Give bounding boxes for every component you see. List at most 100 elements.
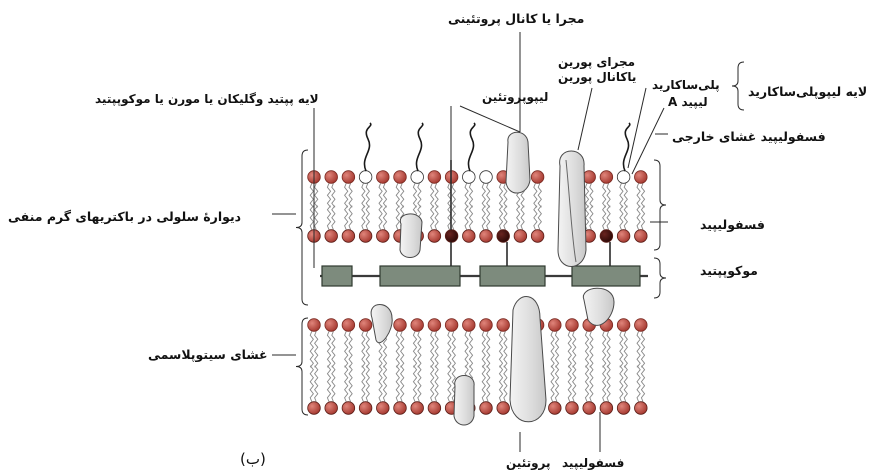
phospholipid-head bbox=[445, 319, 458, 332]
lipid-tail bbox=[379, 206, 382, 230]
lipid-a-leader bbox=[632, 108, 664, 174]
lipid-tail bbox=[315, 206, 318, 230]
lipid-tail bbox=[332, 366, 335, 402]
lipid-tail bbox=[499, 366, 502, 402]
lipid-tail bbox=[366, 206, 369, 230]
phospholipid-head bbox=[617, 230, 630, 243]
lipid-tail bbox=[538, 183, 541, 207]
lipid-tail bbox=[345, 331, 348, 367]
phospholipid-head bbox=[359, 230, 372, 243]
lipid-tail bbox=[396, 206, 399, 230]
lipid-tail bbox=[603, 366, 606, 402]
phospholipid-head bbox=[428, 171, 441, 184]
lipid-tail bbox=[590, 183, 593, 207]
lipid-tail bbox=[396, 366, 399, 402]
phospholipid-head bbox=[428, 230, 441, 243]
phospholipid-head bbox=[635, 319, 648, 332]
phospholipid-head bbox=[531, 230, 544, 243]
lipid-tail bbox=[448, 366, 451, 402]
lipid-tail bbox=[418, 366, 421, 402]
lipid-tail bbox=[396, 331, 399, 367]
lipid-tail bbox=[431, 331, 434, 367]
lipid-tail bbox=[620, 183, 623, 207]
lipid-tail bbox=[362, 183, 365, 207]
lipid-tail bbox=[637, 183, 640, 207]
lipid-tail bbox=[603, 183, 606, 207]
lipid-tail bbox=[413, 183, 416, 207]
lipid-tail bbox=[624, 183, 627, 207]
lipid-tail bbox=[482, 331, 485, 367]
lipid-tail bbox=[327, 183, 330, 207]
lipid-tail bbox=[487, 366, 490, 402]
cell-wall-label: دیوارهٔ سلولی در باکتریهای گرم منفی bbox=[8, 210, 241, 224]
lipid-a-label: لیپید A bbox=[668, 95, 708, 109]
phospholipid-head bbox=[428, 319, 441, 332]
phospholipid-head bbox=[394, 319, 407, 332]
phospholipid-head bbox=[566, 402, 579, 415]
lipid-tail bbox=[499, 206, 502, 230]
phospholipid-head bbox=[342, 230, 355, 243]
phospholipid-head bbox=[514, 230, 527, 243]
phospholipid-head bbox=[342, 402, 355, 415]
lipid-tail bbox=[499, 331, 502, 367]
phospholipid-head bbox=[497, 319, 510, 332]
lipid-tail bbox=[349, 183, 352, 207]
phospholipid-head bbox=[411, 402, 424, 415]
lipid-tail bbox=[379, 366, 382, 402]
outer-membrane-bracket bbox=[654, 160, 666, 250]
lipid-tail bbox=[448, 331, 451, 367]
phospholipid-head bbox=[480, 319, 493, 332]
lipid-tail bbox=[362, 366, 365, 402]
lipid-tail bbox=[413, 366, 416, 402]
lipid-tail bbox=[345, 183, 348, 207]
phospholipid-head bbox=[600, 171, 613, 184]
phospholipid-head bbox=[635, 171, 648, 184]
phospholipid-head bbox=[549, 402, 562, 415]
lipid-tail bbox=[349, 206, 352, 230]
lipid-tail bbox=[620, 366, 623, 402]
lipid-tail bbox=[327, 331, 330, 367]
peptidoglycan-label: لایه پپتید وگلیکان یا مورن یا موکوپپتید bbox=[95, 92, 319, 106]
lipid-tail bbox=[349, 366, 352, 402]
peptidoglycan-block bbox=[322, 266, 352, 286]
lipid-tail bbox=[641, 183, 644, 207]
phospholipid-head bbox=[342, 171, 355, 184]
lipid-tail bbox=[401, 366, 404, 402]
lipid-tail bbox=[521, 206, 524, 230]
lipid-tail bbox=[431, 183, 434, 207]
phospholipid-bottom-label: فسفولیپید bbox=[562, 456, 624, 470]
lipid-tail bbox=[465, 206, 468, 230]
lipid-tail bbox=[401, 331, 404, 367]
lipid-tail bbox=[487, 331, 490, 367]
lipid-tail bbox=[585, 183, 588, 207]
lipid-tail bbox=[504, 366, 507, 402]
lipid-tail bbox=[366, 331, 369, 367]
lipid-tail bbox=[551, 331, 554, 367]
lipid-tail bbox=[504, 183, 507, 207]
lipid-tail bbox=[366, 366, 369, 402]
lipid-tail bbox=[435, 366, 438, 402]
lipid-tail bbox=[396, 183, 399, 207]
polysaccharide-chain bbox=[364, 123, 370, 171]
lipid-tail bbox=[435, 331, 438, 367]
lps-bracket bbox=[732, 62, 744, 110]
phospholipid-head bbox=[617, 402, 630, 415]
lipid-tail bbox=[431, 206, 434, 230]
lipid-tail bbox=[482, 206, 485, 230]
phospholipid-head bbox=[394, 402, 407, 415]
lipid-a-head bbox=[617, 171, 630, 184]
lipid-tail bbox=[504, 206, 507, 230]
lipid-a-head bbox=[480, 171, 493, 184]
lipid-tail bbox=[435, 183, 438, 207]
lipid-tail bbox=[469, 206, 472, 230]
porin-channel-label-2: یاکانال پورین bbox=[558, 70, 636, 84]
lipid-tail bbox=[452, 206, 455, 230]
lipoprotein-leader-2 bbox=[460, 106, 520, 132]
lipid-tail bbox=[573, 331, 576, 367]
phospholipid-head bbox=[549, 319, 562, 332]
phospholipid-head bbox=[531, 171, 544, 184]
polysaccharide-chain bbox=[416, 123, 422, 171]
lipid-tail bbox=[431, 366, 434, 402]
lipid-tail bbox=[637, 206, 640, 230]
lipid-tail bbox=[345, 366, 348, 402]
